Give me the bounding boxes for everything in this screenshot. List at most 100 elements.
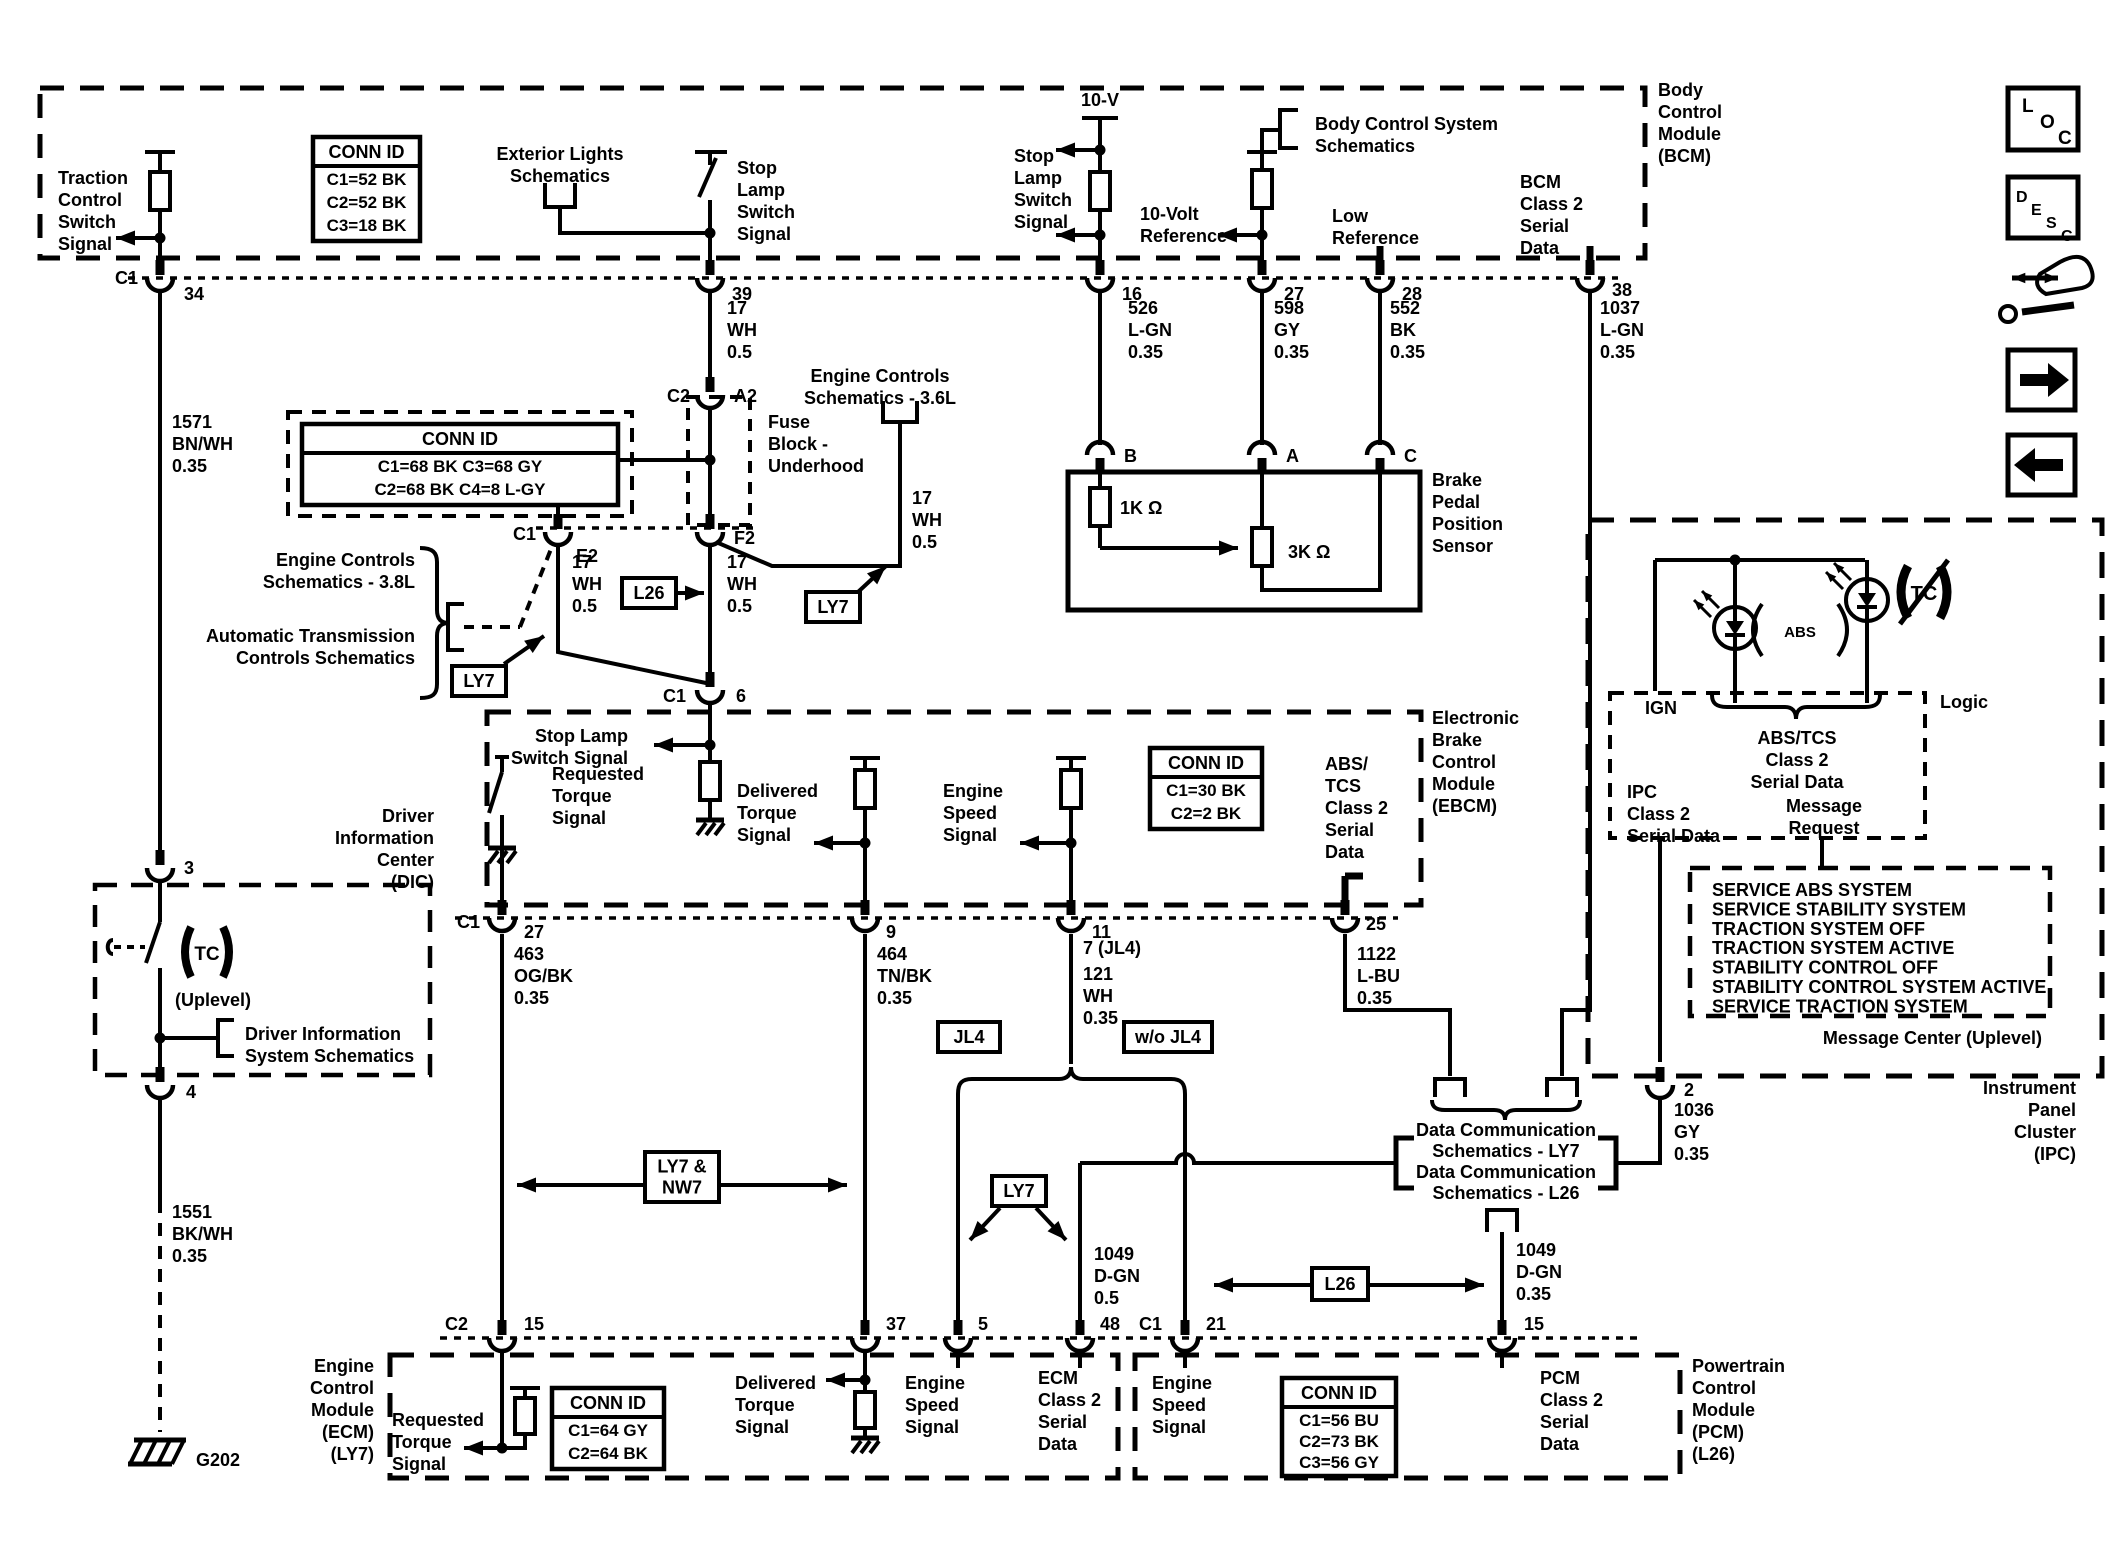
requested-torque-label: Torque bbox=[552, 786, 612, 806]
pcm-engspeed-label: Signal bbox=[1152, 1417, 1206, 1437]
wire-1049-hop bbox=[1080, 1152, 1396, 1165]
ebcm-requested-ground-hatch bbox=[487, 849, 500, 865]
tc-icon-text: TC bbox=[1911, 583, 1938, 605]
exterior-lights-label: Exterior Lights bbox=[496, 144, 623, 164]
pcm-conn-id-row: C3=56 GY bbox=[1299, 1453, 1380, 1472]
pin-15-pcm bbox=[1486, 1337, 1518, 1354]
abs-tcs-serial-label: Class 2 bbox=[1325, 798, 1388, 818]
ly7-tag-1 bbox=[450, 664, 508, 698]
led2-ray-1-head bbox=[1834, 563, 1845, 574]
dic-name-label: Center bbox=[377, 850, 434, 870]
pin-label-c1-e2-l: C1 bbox=[513, 524, 536, 544]
wire-464: TN/BK bbox=[877, 966, 932, 986]
nav-forward-button[interactable] bbox=[2005, 347, 2078, 413]
message-request-label: Request bbox=[1788, 818, 1859, 838]
wire-7-jl4: 7 (JL4) bbox=[1083, 938, 1141, 958]
pin-a bbox=[1246, 439, 1278, 456]
pin-label-e2: E2 bbox=[576, 546, 598, 566]
data-comm-label: Schematics - L26 bbox=[1432, 1183, 1579, 1203]
data-comm-stub-lower bbox=[1485, 1208, 1519, 1232]
ecm-name-label: (ECM) bbox=[322, 1422, 374, 1442]
jl4-split-brace bbox=[956, 1066, 1187, 1095]
traction-signal-label: Signal bbox=[58, 234, 112, 254]
pin-c1-21 bbox=[1169, 1337, 1201, 1354]
engine-36-bracket bbox=[881, 401, 919, 424]
data-comm-bracket-left bbox=[1393, 1135, 1414, 1191]
wire-121: 121 bbox=[1083, 964, 1113, 984]
pcm-conn-id-row: C2=73 BK bbox=[1299, 1432, 1380, 1451]
ecm-requested-label: Requested bbox=[392, 1410, 484, 1430]
driver-info-bracket bbox=[216, 1018, 234, 1058]
ly7-nw7-span-arrow-head bbox=[517, 1177, 536, 1193]
pin-label-f2: F2 bbox=[734, 528, 755, 548]
low-ref-resistor bbox=[1250, 168, 1274, 210]
ecm-name-label: Module bbox=[311, 1400, 374, 1420]
data-comm-label: Data Communication bbox=[1416, 1162, 1596, 1182]
junction-dot bbox=[496, 1442, 508, 1454]
delivered-torque-label: Signal bbox=[737, 825, 791, 845]
desc-button[interactable] bbox=[2005, 174, 2081, 241]
pin-label-21: 21 bbox=[1206, 1314, 1226, 1334]
pin-37 bbox=[849, 1337, 881, 1354]
low-ref-arrow-head bbox=[1218, 227, 1237, 243]
loc-button[interactable] bbox=[2005, 85, 2081, 153]
ipc-class2-label: Serial Data bbox=[1627, 826, 1721, 846]
low-ref-label: Low bbox=[1332, 206, 1369, 226]
nav-back-button[interactable] bbox=[2005, 432, 2078, 498]
engine-36-label: Engine Controls bbox=[811, 366, 950, 386]
ipc-name-label: Panel bbox=[2028, 1100, 2076, 1120]
engine-speed-label: Speed bbox=[943, 803, 997, 823]
ecm-delivered-resistor bbox=[853, 1390, 877, 1430]
abs-tcs-serial-label: Serial bbox=[1325, 820, 1374, 840]
ebcm-name-label: Brake bbox=[1432, 730, 1482, 750]
car-icon bbox=[2035, 254, 2095, 297]
traction-signal-arrow-head bbox=[116, 230, 135, 246]
tc-slash bbox=[1898, 558, 1950, 626]
message-list: STABILITY CONTROL OFF bbox=[1712, 958, 1938, 978]
message-list: TRACTION SYSTEM ACTIVE bbox=[1712, 938, 1954, 958]
pin-38 bbox=[1574, 277, 1606, 294]
wire-10 bbox=[558, 207, 706, 235]
logic-box bbox=[1608, 691, 1927, 840]
ebcm-conn-id bbox=[1147, 745, 1265, 832]
wire-464: 0.35 bbox=[877, 988, 912, 1008]
wire-49 bbox=[1616, 1097, 1662, 1165]
ecm-requested-resistor bbox=[513, 1396, 537, 1436]
pin-label-25: 25 bbox=[1366, 914, 1386, 934]
logic-brace bbox=[1710, 694, 1882, 720]
ebcm-stoplamp-label: Switch Signal bbox=[511, 748, 628, 768]
fuse-conn-id-row: C1=68 BK C3=68 GY bbox=[378, 457, 543, 476]
dic-name-label: Information bbox=[335, 828, 434, 848]
engine-speed-label: Engine bbox=[943, 781, 1003, 801]
ten-v-label: 10-V bbox=[1081, 90, 1119, 110]
ipc-name-label: (IPC) bbox=[2034, 1144, 2076, 1164]
loc-letter-l: L bbox=[2022, 96, 2034, 117]
wire-598: GY bbox=[1274, 320, 1300, 340]
stop-lamp-switch-blade bbox=[697, 157, 718, 198]
pin-label-48: 48 bbox=[1100, 1314, 1120, 1334]
pin-label-15a: 15 bbox=[524, 1314, 544, 1334]
ebcm-stoplamp-resistor bbox=[698, 760, 722, 802]
resistor-1k-label: 1K Ω bbox=[1120, 498, 1162, 518]
wire-31 bbox=[1260, 467, 1382, 592]
bpps-name-label: Pedal bbox=[1432, 492, 1480, 512]
wire-463: OG/BK bbox=[514, 966, 573, 986]
brake-pedal-sensor-box bbox=[1065, 469, 1423, 613]
bcm-module-box bbox=[37, 85, 1648, 261]
wire-17-39: 17 bbox=[727, 298, 747, 318]
ebcm-stoplamp-ground-hatch bbox=[695, 821, 708, 837]
pin-27 bbox=[1246, 277, 1278, 294]
ly7-marker-arrow-1-head bbox=[524, 636, 544, 654]
wire-1571: 0.35 bbox=[172, 456, 207, 476]
body-control-bracket bbox=[1278, 108, 1298, 150]
ecm-delivered-label: Signal bbox=[735, 1417, 789, 1437]
wire-526: 0.35 bbox=[1128, 342, 1163, 362]
wire-1571: 1571 bbox=[172, 412, 212, 432]
fuse-conn-id-row: C2=68 BK C4=8 L-GY bbox=[374, 480, 546, 499]
led1-ray-2-head bbox=[1694, 600, 1705, 611]
pin-c bbox=[1364, 439, 1396, 456]
g202-ground-hatch bbox=[156, 1439, 172, 1465]
fuse-conn-id bbox=[299, 421, 621, 508]
ecm-delivered-label: Torque bbox=[735, 1395, 795, 1415]
